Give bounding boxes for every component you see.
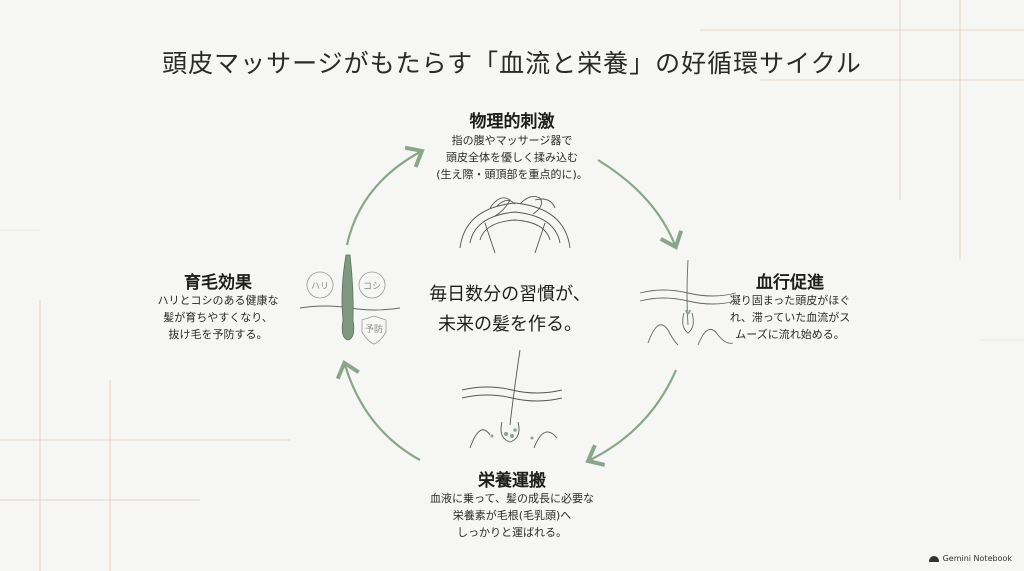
label-hari: ハリ	[310, 282, 329, 292]
arrow-top-to-right	[597, 159, 684, 250]
node-title-circulation: 血行促進	[756, 273, 824, 293]
massage-hands-icon	[459, 196, 571, 254]
arrow-bottom-to-left	[335, 359, 421, 461]
notebook-logo-icon	[928, 555, 939, 562]
node-title-growth: 育毛効果	[184, 273, 252, 293]
node-desc-nutrition: 血液に乗って、髪の成長に必要な 栄養素が毛根(毛乳頭)へ しっかりと運ばれる。	[430, 492, 594, 539]
brand-text: Gemini Notebook	[942, 554, 1012, 563]
center-message: 毎日数分の習慣が、 未来の髪を作る。	[429, 284, 591, 335]
node-title-stimulation: 物理的刺激	[469, 112, 555, 132]
healthy-hair-icon	[300, 254, 400, 345]
page-title: 頭皮マッサージがもたらす「血流と栄養」の好循環サイクル	[162, 49, 862, 78]
label-yobou: 予防	[364, 325, 383, 335]
node-desc-growth: ハリとコシのある健康な 髪が育ちやすくなり、 抜け毛を予防する。	[157, 294, 279, 341]
arrow-left-to-top	[345, 145, 425, 246]
node-desc-stimulation: 指の腹やマッサージ器で 頭皮全体を優しく揉み込む (生え際・頭頂部を重点的に)。	[436, 134, 588, 181]
label-koshi: コシ	[362, 282, 381, 292]
arrow-right-to-bottom	[585, 369, 678, 467]
blood-flow-skin-icon	[639, 259, 737, 346]
brand-footer: Gemini Notebook	[928, 554, 1012, 563]
node-title-nutrition: 栄養運搬	[478, 471, 546, 491]
hair-root-nutrition-icon	[462, 350, 562, 449]
node-desc-circulation: 凝り固まった頭皮がほぐ れ、滞っていた血流がス ムーズに流れ始める。	[729, 294, 851, 341]
